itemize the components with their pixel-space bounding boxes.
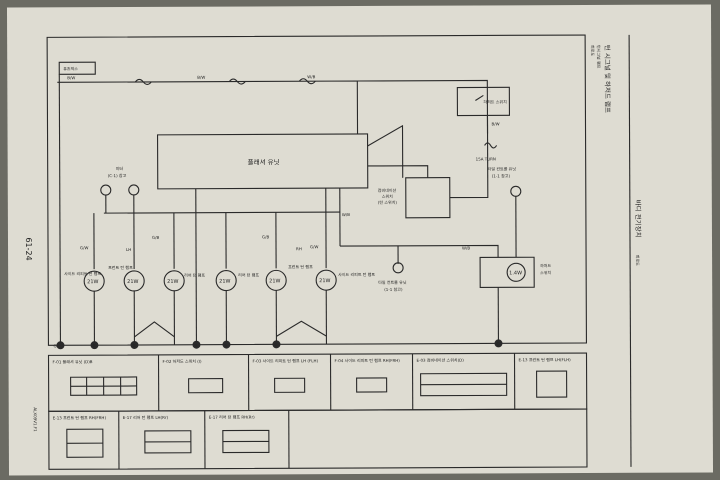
meter-ref-line1: 미터 (116, 165, 124, 171)
combination-switch-line3: (턴 스위치) (378, 199, 398, 205)
rh-label: RH (296, 246, 302, 251)
fuse-box (58, 61, 96, 75)
ground-7: G (494, 339, 503, 348)
wire-color-10: G/B (262, 234, 269, 239)
bulb-1-rating: 21W (87, 279, 98, 285)
lamp-name-1: 사이드 리피트 턴 램프 (64, 270, 101, 276)
diagram-frame (46, 34, 588, 346)
bulb-2-rating: 21W (127, 279, 138, 285)
connector-top-1: F-01 플래셔 유닛 (D)B (53, 358, 93, 364)
ground-2-label: G (92, 343, 95, 348)
ground-3: G (130, 340, 139, 349)
bulb-2: 21W (123, 270, 145, 292)
connector-table-top: F-01 플래셔 유닛 (D)B F-02 하저드 스위치 (I) F-03 사… (47, 352, 588, 412)
wiring-diagram: 61-24 ALX09V1.F1 바디 전기장치 회로도 턴 시그널 및 하저드… (24, 34, 643, 470)
wire-color-6: B/W (491, 121, 499, 126)
connector-bottom-1: E-13 프런트 턴 램프 RH(FRH) (53, 414, 107, 420)
doc-code: ALX09V1.F1 (33, 407, 38, 432)
combination-switch-line2: 스위치 (382, 193, 393, 199)
bulb-6: 21W (315, 269, 337, 291)
wire-color-4: W/B (342, 212, 350, 217)
turn-control-bottom-line2: (1-1 참고) (384, 286, 403, 292)
lamp-name-5: 프런트 턴 램프 (288, 263, 313, 269)
turn-control-top-line2: (1-1 참고) (492, 172, 511, 178)
lamp-name-2: 프런트 턴 램프 (108, 264, 133, 270)
ground-1-label: G (53, 343, 56, 348)
lamp-name-3: 리어 턴 램프 (184, 272, 205, 278)
meter-ref-line2: (C-1) 참고 (108, 172, 127, 178)
title-sub2: 회로도 (590, 45, 596, 56)
hazard-switch-top (456, 86, 511, 117)
flasher-unit (156, 133, 369, 190)
wire-color-8: G/W (310, 244, 318, 249)
connector-top-2: F-02 하저드 스위치 (I) (163, 358, 202, 364)
combination-switch-line1: 컴비네이션 (378, 187, 397, 193)
title-sub1: 턴시그널 램프 (596, 45, 602, 69)
hazard-switch-right (479, 256, 535, 289)
ground-2: G (90, 341, 99, 350)
ground-5: G (222, 340, 231, 349)
wire-color-7: G/W (80, 245, 88, 250)
bulb-5-rating: 21W (269, 278, 280, 284)
wire-color-2: B/W (197, 75, 205, 80)
manual-page: 61-24 ALX09V1.F1 바디 전기장치 회로도 턴 시그널 및 하저드… (6, 4, 714, 476)
connector-bottom-2: E-17 리어 턴 램프 LH(Rr) (123, 414, 169, 420)
connector-bottom-3: E-17 리어 턴 램프 RH(Rr) (209, 413, 255, 419)
wire-color-3: W/B (307, 74, 315, 79)
connector-top-4: F-04 사이드 리피트 턴 램프 RH(FRH) (335, 357, 401, 363)
hazard-switch-label: 하저드 스위치 (483, 98, 507, 104)
ground-6: G (272, 340, 281, 349)
bulb-3-rating: 21W (167, 279, 178, 285)
turn-control-bottom-line1: 타일 컨트롤 유닛 (378, 279, 407, 285)
flasher-unit-label: 플래셔 유닛 (248, 157, 280, 166)
connector-top-3: F-03 사이드 리피트 턴 램프 LH (FLH) (253, 357, 319, 363)
connector-top-5: E-03 컴비네이션 스위치(D) (417, 357, 465, 363)
lh-label: LH (126, 247, 131, 252)
side-subtitle: 회로도 (635, 255, 641, 266)
fuse-box-label: 퓨즈박스 (63, 65, 78, 71)
bulb-4-rating: 21W (219, 279, 230, 285)
side-title: 바디 전기장치 (634, 200, 643, 238)
turn-control-top-line1: 타일 컨트롤 유닛 (488, 165, 517, 171)
ground-6-label: G (274, 342, 277, 347)
bulb-4: 21W (215, 270, 237, 292)
ground-3-label: G (132, 343, 135, 348)
wire-color-5: W/B (462, 246, 470, 251)
ground-7-label: G (496, 341, 499, 346)
turn-fuse-label: 15A TURN (476, 156, 496, 161)
combination-switch (405, 177, 451, 219)
bulb-5: 21W (265, 269, 287, 291)
ground-5-label: G (224, 343, 227, 348)
wire-color-1: B/W (67, 75, 75, 80)
ground-4: G (192, 340, 201, 349)
ground-1: G (53, 341, 65, 350)
connector-table-bottom: E-13 프런트 턴 램프 RH(FRH) E-17 리어 턴 램프 LH(Rr… (48, 408, 588, 470)
hazard-sw-right-line1: 하저드 (540, 262, 551, 268)
wire-color-9: G/B (152, 235, 159, 240)
connector-top-6: E-13 프런트 턴 램프 LH(FLH) (519, 356, 572, 362)
bulb-3: 21W (163, 270, 185, 292)
lamp-name-4: 리어 턴 램프 (238, 271, 259, 277)
bulb-6-rating: 21W (319, 278, 330, 284)
ground-4-label: G (194, 343, 197, 348)
page-number: 61-24 (24, 237, 33, 260)
hazard-sw-right-line2: 스위치 (540, 269, 551, 275)
main-title: 턴 시그널 및 하저드 램프 (603, 45, 612, 113)
lamp-name-6: 사이드 리피트 턴 램프 (338, 271, 375, 277)
led-rating: 1.4W (509, 270, 522, 276)
